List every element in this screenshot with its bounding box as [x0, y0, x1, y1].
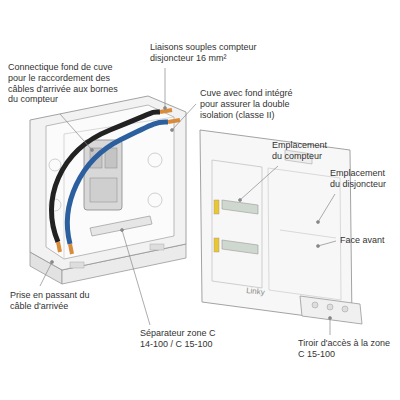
- callout-label: Emplacement du disjoncteur: [330, 168, 396, 190]
- callout-label: Séparateur zone C 14-100 / C 15-100: [140, 328, 218, 350]
- brand-mark: Linky: [246, 286, 287, 300]
- callout-label: Cuve avec fond intégré pour assurer la d…: [200, 88, 310, 120]
- access-drawer: [300, 296, 362, 324]
- front-plate: [200, 130, 352, 322]
- callout-label: Tiroir d'accès à la zone C 15-100: [298, 338, 394, 360]
- callout-label: Connectique fond de cuve pour le raccord…: [8, 62, 120, 105]
- callout-label: Face avant: [340, 235, 396, 246]
- callout-label: Emplacement du compteur: [272, 140, 334, 162]
- housing: [30, 96, 186, 284]
- callout-label: Liaisons souples compteur disjoncteur 16…: [150, 42, 268, 64]
- callout-label: Prise en passant du câble d'arrivée: [10, 290, 96, 312]
